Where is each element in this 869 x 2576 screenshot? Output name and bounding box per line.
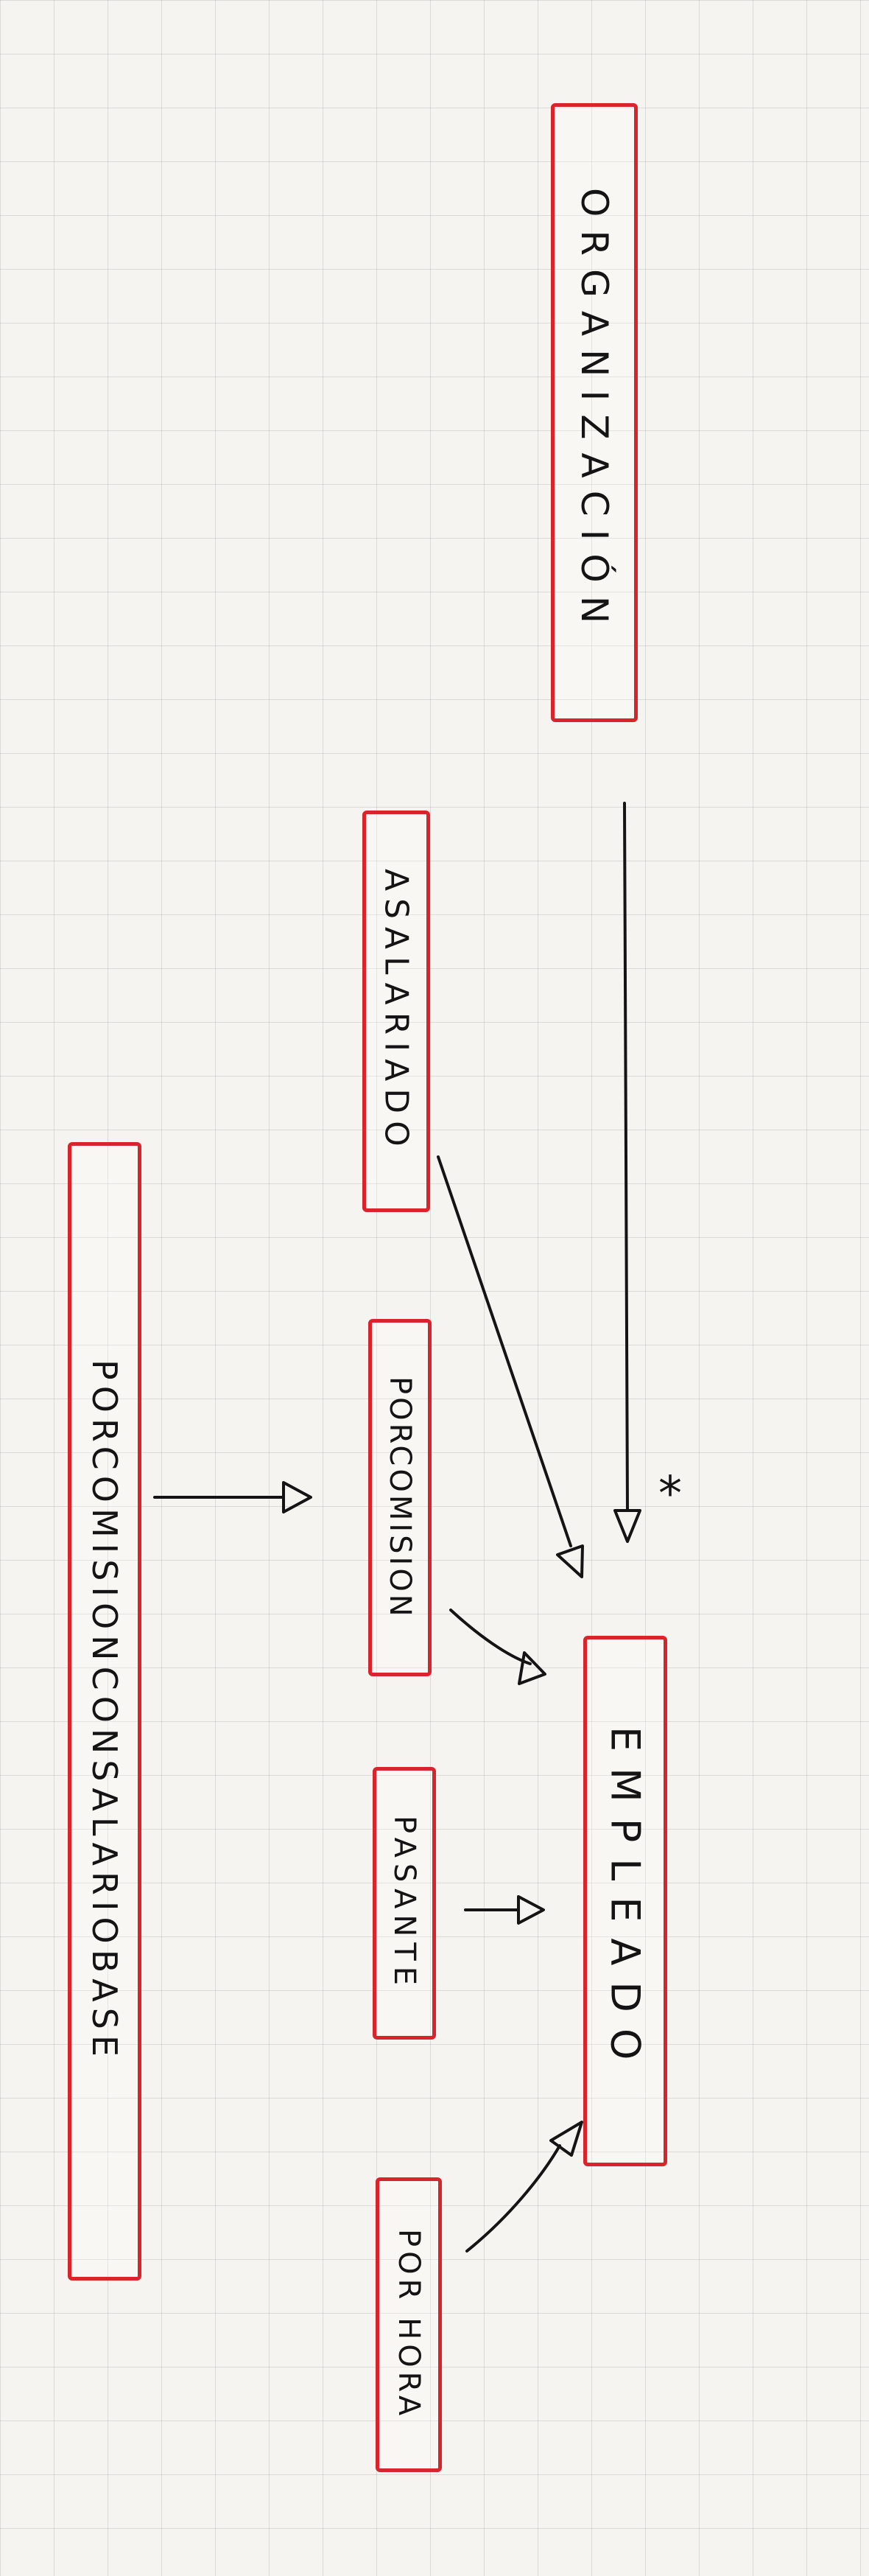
class-box-porcomision-con-salario-base: PORCOMISIONCONSALARIOBASE [68,1142,141,2281]
class-box-organizacion: ORGANIZACIÓN [551,103,638,722]
inheritance-arrowhead-porcomision [518,1651,546,1685]
class-label-organizacion: ORGANIZACIÓN [573,188,616,637]
inheritance-line-porhora [465,2144,561,2253]
class-label-porhora: POR HORA [392,2229,426,2421]
association-line [623,802,629,1512]
association-arrowhead [613,1509,641,1543]
inheritance-arrowhead-porhora [549,2121,583,2157]
class-label-empleado: EMPLEADO [602,1726,649,2076]
class-box-pasante: PASANTE [373,1767,436,2040]
association-multiplicity: * [658,1467,682,1522]
inheritance-line-porcomision [449,1609,532,1665]
class-label-porcomision: PORCOMISION [383,1376,417,1620]
inheritance-line-asalariado [437,1155,572,1547]
inheritance-arrowhead-asalariado [556,1544,584,1578]
class-box-porhora: POR HORA [376,2177,442,2472]
class-label-porcomision-con-salario-base: PORCOMISIONCONSALARIOBASE [85,1359,124,2063]
class-box-asalariado: ASALARIADO [362,811,430,1212]
class-label-pasante: PASANTE [387,1815,421,1992]
class-label-asalariado: ASALARIADO [377,869,415,1154]
inheritance-arrowhead-pasante [517,1895,545,1925]
class-box-porcomision: PORCOMISION [368,1319,432,1676]
inheritance-arrowhead-base [282,1481,312,1513]
class-box-empleado: EMPLEADO [583,1636,667,2166]
